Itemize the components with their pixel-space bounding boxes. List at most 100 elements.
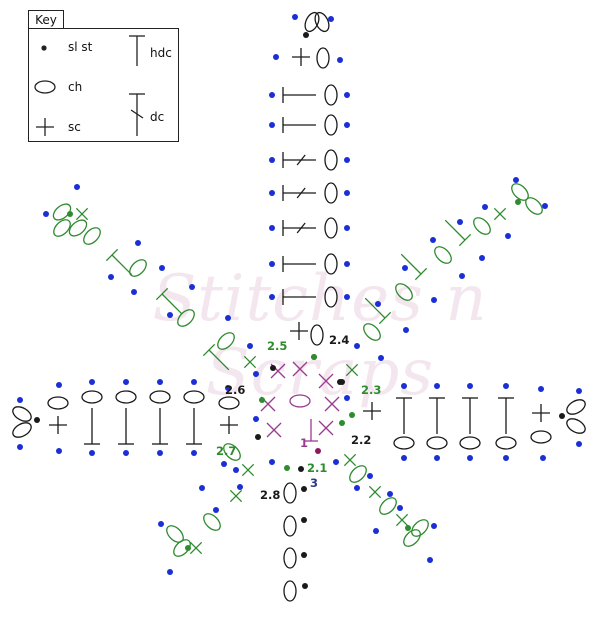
half-double-crochet: [282, 87, 316, 103]
chain-stitch: [283, 482, 297, 504]
stitch-top: [105, 248, 119, 262]
half-double-crochet: [84, 408, 100, 445]
chain-oval: [363, 323, 381, 341]
marker-dot: [339, 420, 345, 426]
marker-dot: [253, 371, 259, 377]
chain-stitch: [81, 390, 103, 404]
half-double-crochet: [282, 256, 316, 272]
marker-dot: [576, 441, 582, 447]
label-round-2-5: 2.5: [267, 339, 288, 353]
chain-oval: [411, 519, 429, 537]
chain-oval: [83, 227, 101, 245]
chain-stitch: [393, 436, 415, 450]
chain-stitch: [52, 203, 72, 221]
marker-green: [405, 525, 411, 531]
chain-stitch: [363, 323, 381, 341]
sl-st-dot: [303, 32, 309, 38]
center-sc-cross: [324, 396, 340, 412]
sc-bar: [343, 453, 357, 467]
cross-bar: [318, 420, 334, 436]
chain-oval: [403, 529, 421, 547]
double-crochet: [282, 152, 316, 168]
chain-oval: [217, 332, 235, 350]
chain-stitch: [289, 394, 311, 408]
label-round-2-3: 2.3: [361, 383, 382, 397]
marker-green: [185, 545, 191, 551]
half-double-crochet: [364, 297, 392, 325]
chain-oval: [183, 390, 205, 404]
hdc-tee-icon: [129, 35, 145, 66]
chain-stitch: [324, 84, 338, 106]
marker-dot: [402, 265, 408, 271]
chain-stitch: [473, 217, 491, 235]
marker-dot: [505, 233, 511, 239]
marker-dot: [157, 450, 163, 456]
marker-dot: [158, 521, 164, 527]
marker-dot: [349, 412, 355, 418]
chain-oval: [81, 390, 103, 404]
marker-dot: [247, 343, 253, 349]
marker-dot: [344, 294, 350, 300]
marker-dot: [542, 203, 548, 209]
marker-dot: [131, 289, 137, 295]
cross-bar: [266, 422, 282, 438]
single-crochet: [292, 48, 310, 66]
half-double-crochet: [498, 397, 514, 434]
marker-dot: [301, 552, 307, 558]
sc-bar: [229, 489, 243, 503]
marker-dot: [344, 225, 350, 231]
marker-dot: [344, 157, 350, 163]
half-double-crochet: [118, 408, 134, 445]
marker-dot: [538, 386, 544, 392]
chain-stitch: [495, 436, 517, 450]
chain-stitch: [183, 390, 205, 404]
marker-dot: [56, 448, 62, 454]
chain-stitch: [223, 443, 241, 461]
marker-dot: [269, 92, 275, 98]
chain-stitch: [411, 519, 429, 537]
marker-dot: [56, 382, 62, 388]
stitch-stem: [400, 253, 422, 275]
marker-dot: [167, 569, 173, 575]
sc-bar: [189, 541, 203, 555]
half-double-crochet: [429, 397, 445, 434]
chain-oval: [68, 219, 88, 237]
chain-stitch: [324, 114, 338, 136]
label-round-2-2: 2.2: [351, 433, 372, 447]
label-round-2-7: 2.7: [216, 444, 237, 458]
marker-green: [515, 199, 521, 205]
marker-dot: [273, 54, 279, 60]
chain-stitch: [166, 525, 184, 543]
sl-st-dot-icon: [41, 45, 47, 51]
sc-bar: [493, 207, 507, 221]
marker-dot: [434, 383, 440, 389]
chain-oval: [283, 515, 297, 537]
stitch-stem: [161, 293, 183, 315]
single-crochet: [345, 363, 359, 377]
marker-dot: [159, 265, 165, 271]
marker-dot: [403, 327, 409, 333]
stitch-slash: [296, 154, 306, 166]
chain-stitch: [173, 539, 191, 557]
marker-dot: [513, 177, 519, 183]
stitch-top: [414, 267, 428, 281]
stitch-stem: [444, 219, 466, 241]
chain-stitch: [283, 580, 297, 602]
stitch-slash: [296, 187, 306, 199]
marker-dot: [367, 473, 373, 479]
chain-oval: [393, 436, 415, 450]
marker-dot: [123, 379, 129, 385]
key-label-sl-st: sl st: [68, 40, 93, 54]
chain-stitch: [324, 253, 338, 275]
chain-oval: [473, 217, 491, 235]
marker-dot: [17, 397, 23, 403]
half-double-crochet: [186, 408, 202, 445]
marker-dot: [344, 395, 350, 401]
marker-dot: [269, 122, 275, 128]
label-round-2-6: 2.6: [225, 383, 246, 397]
chain-oval: [459, 436, 481, 450]
key-label-dc: dc: [150, 110, 165, 124]
dc-tee-slash-icon: [129, 93, 145, 136]
marker-dot: [269, 190, 275, 196]
single-crochet: [241, 463, 255, 477]
